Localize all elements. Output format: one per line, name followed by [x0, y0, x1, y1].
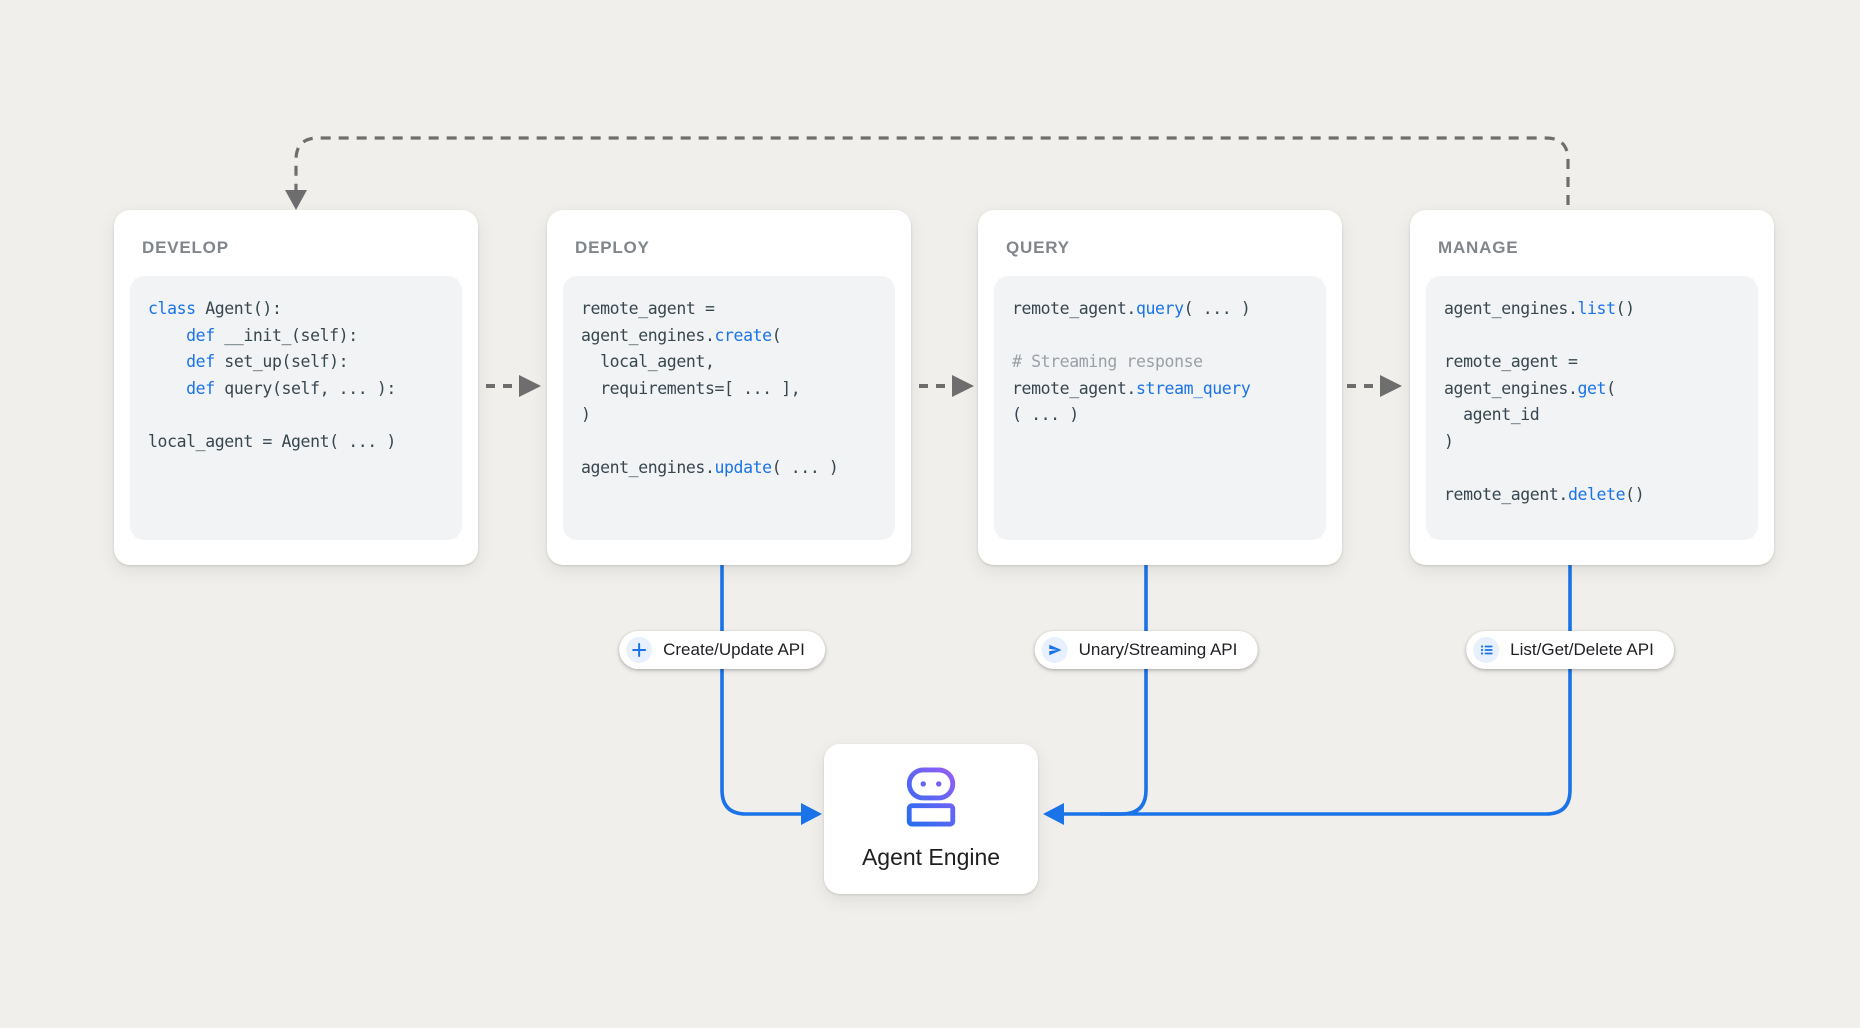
badge-list-get-delete-api-label: List/Get/Delete API: [1510, 640, 1654, 659]
card-develop-code-box: class Agent(): def __init_(self): def se…: [130, 276, 462, 540]
loop-arrow-manage-to-develop: [294, 136, 1570, 205]
robot-icon: [900, 767, 962, 832]
agent-engine-label: Agent Engine: [861, 844, 1001, 870]
arrowhead-query-manage-to-engine-icon: [1043, 803, 1064, 825]
line-deploy-to-engine: [720, 565, 801, 816]
card-manage-code-box: agent_engines.list() remote_agent =agent…: [1426, 276, 1758, 540]
badge-create-update-api-label: Create/Update API: [663, 640, 805, 659]
card-deploy: DEPLOY remote_agent =agent_engines.creat…: [547, 210, 911, 565]
send-icon: [1041, 637, 1068, 663]
card-deploy-code: remote_agent =agent_engines.create( loca…: [581, 299, 839, 477]
card-query-code: remote_agent.query( ... ) # Streaming re…: [1012, 299, 1251, 424]
card-develop: DEVELOP class Agent(): def __init_(self)…: [114, 210, 478, 565]
card-develop-title: DEVELOP: [142, 238, 229, 257]
line-manage-to-engine: [1064, 565, 1572, 816]
arrowhead-develop-to-deploy-icon: [519, 375, 541, 397]
card-manage: MANAGE agent_engines.list() remote_agent…: [1410, 210, 1774, 565]
badge-unary-streaming-api-label: Unary/Streaming API: [1078, 640, 1238, 659]
card-query-code-box: remote_agent.query( ... ) # Streaming re…: [994, 276, 1326, 540]
card-deploy-title: DEPLOY: [575, 238, 650, 257]
plus-icon: [626, 637, 653, 663]
card-manage-code: agent_engines.list() remote_agent =agent…: [1444, 299, 1645, 504]
agent-engine-node: Agent Engine: [824, 744, 1038, 894]
badge-list-get-delete-api: List/Get/Delete API: [1466, 631, 1674, 669]
badge-create-update-api: Create/Update API: [619, 631, 825, 669]
line-query-to-engine: [1100, 565, 1148, 816]
arrowhead-deploy-to-query-icon: [952, 375, 974, 397]
list-icon: [1473, 637, 1500, 663]
arrowhead-query-to-manage-icon: [1380, 375, 1402, 397]
card-manage-title: MANAGE: [1438, 238, 1519, 257]
card-query: QUERY remote_agent.query( ... ) # Stream…: [978, 210, 1342, 565]
arrowhead-deploy-to-engine-icon: [801, 803, 822, 825]
card-deploy-code-box: remote_agent =agent_engines.create( loca…: [563, 276, 895, 540]
badge-unary-streaming-api: Unary/Streaming API: [1034, 631, 1258, 669]
loop-arrowhead-icon: [285, 190, 307, 210]
card-query-title: QUERY: [1006, 238, 1070, 257]
card-develop-code: class Agent(): def __init_(self): def se…: [148, 299, 396, 451]
